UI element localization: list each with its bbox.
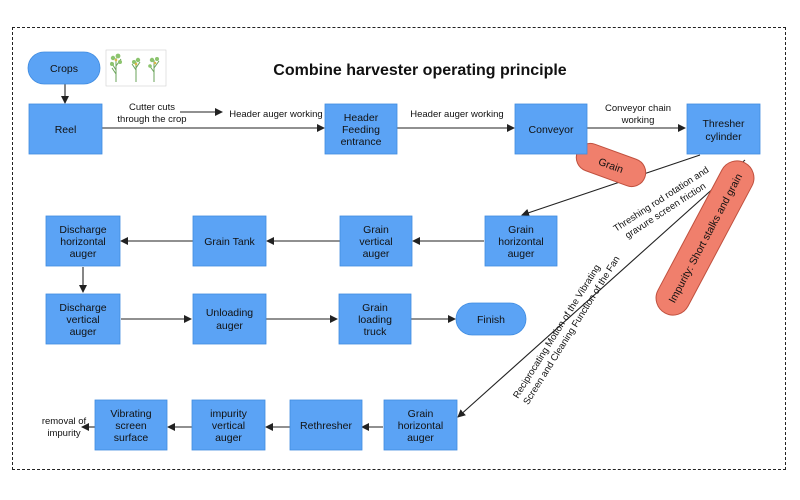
edge-label-reciprocating-1: Reciprocating Motion of the Vibrating xyxy=(511,263,603,401)
edge-label-removal-2: impurity xyxy=(47,428,81,439)
node-label: vertical xyxy=(66,314,99,326)
node-label: Grain xyxy=(362,302,388,314)
node-discharge-horizontal-auger: Discharge horizontal auger xyxy=(45,215,121,267)
node-discharge-vertical-auger: Discharge vertical auger xyxy=(45,293,121,345)
edge-label-cutter-1: Cutter cuts xyxy=(129,102,175,113)
node-reel-label: Reel xyxy=(55,124,77,136)
edge-label-removal-1: removal of xyxy=(42,416,87,427)
node-label: loading xyxy=(358,314,392,326)
node-grain-vertical-auger: Grain vertical auger xyxy=(339,215,413,267)
edge-label-reciprocating-2: Screen and Cleaning Function of the Fan xyxy=(521,254,622,407)
node-thresher-cylinder: Thresher cylinder xyxy=(686,103,761,155)
node-thresher-label-1: Thresher xyxy=(702,118,745,130)
diagram-title: Combine harvester operating principle xyxy=(273,62,567,79)
node-label: auger xyxy=(216,320,243,332)
node-reel: Reel xyxy=(28,103,103,155)
node-label: Vibrating xyxy=(110,408,151,420)
node-label: auger xyxy=(363,248,390,260)
edge-label-cutter-2: through the crop xyxy=(117,114,186,125)
node-crops-label: Crops xyxy=(50,63,78,75)
node-label: vertical xyxy=(212,420,245,432)
edge-label-conveyor-chain-1: Conveyor chain xyxy=(605,103,671,114)
node-label: auger xyxy=(508,248,535,260)
node-header-label-3: entrance xyxy=(341,136,382,148)
crop-plants-illustration xyxy=(105,49,167,87)
node-label: Unloading xyxy=(206,307,253,319)
node-label: auger xyxy=(70,248,97,260)
node-label: Grain xyxy=(408,408,434,420)
node-grain-tank: Grain Tank xyxy=(192,215,267,267)
node-label: Grain xyxy=(508,224,534,236)
edge-label-header-auger-1: Header auger working xyxy=(229,109,322,120)
node-rethresher: Rethresher xyxy=(289,399,363,451)
node-label: screen xyxy=(115,420,147,432)
node-label: horizontal xyxy=(398,420,444,432)
diagram-frame xyxy=(12,27,786,470)
node-label: Grain xyxy=(363,224,389,236)
node-grain-horizontal-auger-2: Grain horizontal auger xyxy=(383,399,458,451)
node-label: Discharge xyxy=(59,302,106,314)
node-label: impurity xyxy=(210,408,248,420)
node-conveyor-label: Conveyor xyxy=(529,124,574,136)
edge-label-header-auger-2: Header auger working xyxy=(410,109,503,120)
node-label: Rethresher xyxy=(300,420,352,432)
node-crops: Crops xyxy=(27,51,101,85)
node-label: auger xyxy=(215,432,242,444)
node-header-label-1: Header xyxy=(344,112,379,124)
node-conveyor: Conveyor xyxy=(514,103,588,155)
node-label: horizontal xyxy=(60,236,106,248)
node-label: vertical xyxy=(359,236,392,248)
node-label: truck xyxy=(364,326,388,338)
node-label: Finish xyxy=(477,314,505,326)
node-header-feeding-entrance: Header Feeding entrance xyxy=(324,103,398,155)
node-header-label-2: Feeding xyxy=(342,124,380,136)
node-impurity-vertical-auger: impurity vertical auger xyxy=(191,399,266,451)
node-label: horizontal xyxy=(498,236,544,248)
node-vibrating-screen-surface: Vibrating screen surface xyxy=(94,399,168,451)
node-thresher-label-2: cylinder xyxy=(705,131,742,143)
node-label: auger xyxy=(70,326,97,338)
node-grain-loading-truck: Grain loading truck xyxy=(338,293,412,345)
node-grain-horizontal-auger: Grain horizontal auger xyxy=(484,215,558,267)
node-label: Grain Tank xyxy=(204,236,255,248)
node-label: Discharge xyxy=(59,224,106,236)
edge-thresher-grain-auger xyxy=(521,154,701,217)
impurity-callout: Impurity: Short stalks and grain xyxy=(655,160,755,316)
node-label: auger xyxy=(407,432,434,444)
node-finish: Finish xyxy=(455,302,527,336)
edge-thresher-grain-auger-2 xyxy=(457,159,746,418)
edge-label-conveyor-chain-2: working xyxy=(621,115,655,126)
node-label: surface xyxy=(114,432,149,444)
node-unloading-auger: Unloading auger xyxy=(192,293,267,345)
